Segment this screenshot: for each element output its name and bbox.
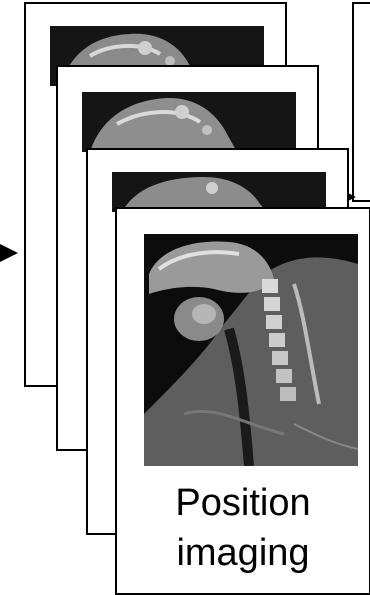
stack-card-front: Position imaging	[115, 207, 370, 595]
caption-line-1: Position	[117, 481, 369, 525]
ct-scan-image-2	[82, 92, 296, 152]
ct-scan-image-front	[144, 234, 358, 466]
background-card-right	[352, 2, 370, 202]
caption-line-2: imaging	[117, 531, 369, 575]
flow-arrow-left	[0, 236, 24, 270]
ct-scan-image-3	[112, 172, 326, 212]
